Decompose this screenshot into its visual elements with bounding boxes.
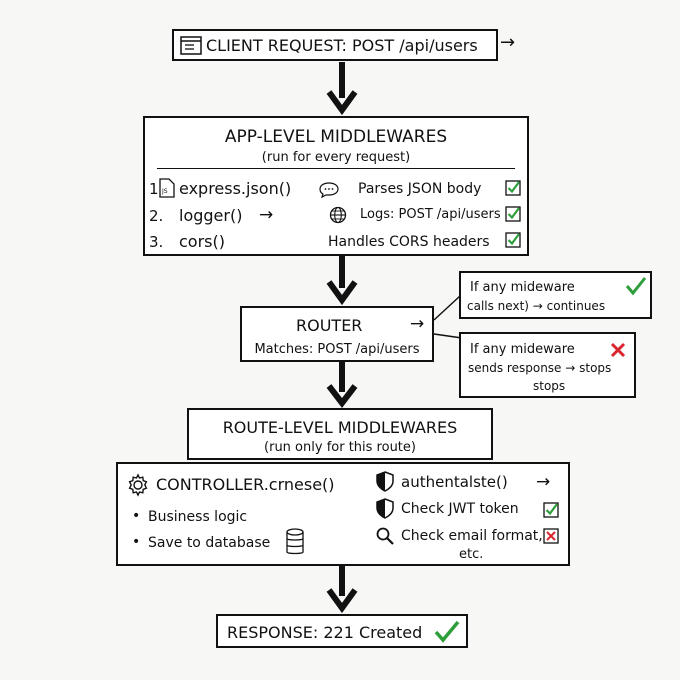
middleware-description: Logs: POST /api/users bbox=[360, 207, 501, 222]
check-icon bbox=[625, 277, 647, 296]
app-divider bbox=[157, 168, 515, 169]
app-middlewares-title: APP-LEVEL MIDDLEWARES bbox=[224, 127, 448, 147]
controller-bullet: Business logic bbox=[148, 509, 248, 525]
js-file-icon: JS bbox=[159, 178, 175, 198]
checkbox-cross-icon bbox=[543, 528, 559, 544]
flow-arrow-1 bbox=[326, 62, 358, 116]
row-arrow-icon: → bbox=[259, 205, 274, 225]
cross-icon bbox=[610, 342, 626, 358]
email-check-text: Check email format, bbox=[401, 528, 543, 544]
app-middlewares-box: APP-LEVEL MIDDLEWARES (run for every req… bbox=[143, 116, 529, 256]
checkbox-check-icon bbox=[543, 502, 559, 518]
router-title: ROUTER bbox=[296, 316, 363, 335]
checkbox-check-icon bbox=[505, 180, 521, 196]
router-note-connectors bbox=[433, 295, 463, 339]
auth-middleware-name: authentalste() bbox=[401, 473, 508, 491]
flow-arrow-3 bbox=[326, 362, 358, 408]
note-next-line-2: calls next) → continues bbox=[467, 299, 606, 313]
router-arrow-icon: → bbox=[410, 314, 425, 334]
route-middlewares-subtitle: (run only for this route) bbox=[264, 440, 416, 455]
router-box: ROUTER → Matches: POST /api/users bbox=[240, 306, 434, 362]
bullet-dot: • bbox=[132, 534, 141, 550]
flow-arrow-2 bbox=[326, 256, 358, 306]
route-middlewares-title: ROUTE-LEVEL MIDDLEWARES bbox=[222, 418, 458, 437]
note-stop-line-3: stops bbox=[533, 379, 566, 393]
magnifier-icon bbox=[376, 527, 394, 545]
response-box: RESPONSE: 221 Created bbox=[216, 614, 468, 648]
middleware-description: Parses JSON body bbox=[358, 181, 482, 197]
globe-icon bbox=[329, 206, 347, 224]
response-label: RESPONSE: 221 Created bbox=[227, 623, 423, 642]
shield-icon bbox=[376, 471, 394, 492]
note-stop-line-2: sends response → stops bbox=[468, 361, 612, 375]
email-check-text-2: etc. bbox=[459, 547, 484, 562]
client-request-label: CLIENT REQUEST: POST /api/users bbox=[206, 36, 478, 55]
router-match: Matches: POST /api/users bbox=[254, 342, 420, 357]
middleware-name: express.json() bbox=[179, 179, 292, 198]
auth-arrow-icon: → bbox=[536, 472, 551, 492]
client-request-box: CLIENT REQUEST: POST /api/users bbox=[172, 29, 498, 61]
controller-title: CONTROLLER.crnese() bbox=[156, 475, 335, 494]
app-middlewares-subtitle: (run for every request) bbox=[261, 150, 411, 165]
middleware-name: logger() bbox=[179, 206, 243, 225]
row-number: 3. bbox=[149, 233, 164, 251]
flow-arrow-4 bbox=[326, 566, 358, 614]
note-next-line-1: If any mideware bbox=[470, 280, 575, 295]
database-icon bbox=[286, 528, 304, 555]
speech-bubble-icon bbox=[319, 182, 339, 198]
note-next-box: If any mideware calls next) → continues bbox=[459, 271, 652, 319]
gear-icon bbox=[128, 473, 148, 497]
controller-bullet: Save to database bbox=[148, 535, 271, 551]
note-stop-line-1: If any mideware bbox=[470, 342, 575, 357]
browser-window-icon bbox=[180, 36, 202, 55]
middleware-name: cors() bbox=[179, 232, 225, 251]
client-arrow-icon: → bbox=[500, 32, 516, 53]
jwt-check-text: Check JWT token bbox=[401, 501, 519, 517]
row-number: 1 bbox=[149, 180, 159, 198]
check-icon bbox=[434, 620, 460, 643]
route-middlewares-box: ROUTE-LEVEL MIDDLEWARES (run only for th… bbox=[187, 408, 493, 460]
note-stop-box: If any mideware sends response → stops s… bbox=[459, 332, 636, 398]
svg-text:JS: JS bbox=[161, 188, 168, 195]
shield-icon bbox=[376, 498, 394, 519]
middleware-description: Handles CORS headers bbox=[328, 234, 490, 250]
row-number: 2. bbox=[149, 207, 164, 225]
checkbox-check-icon bbox=[505, 232, 521, 248]
bullet-dot: • bbox=[132, 508, 141, 524]
controller-box: CONTROLLER.crnese() • Business logic • S… bbox=[116, 462, 570, 566]
checkbox-check-icon bbox=[505, 206, 521, 222]
